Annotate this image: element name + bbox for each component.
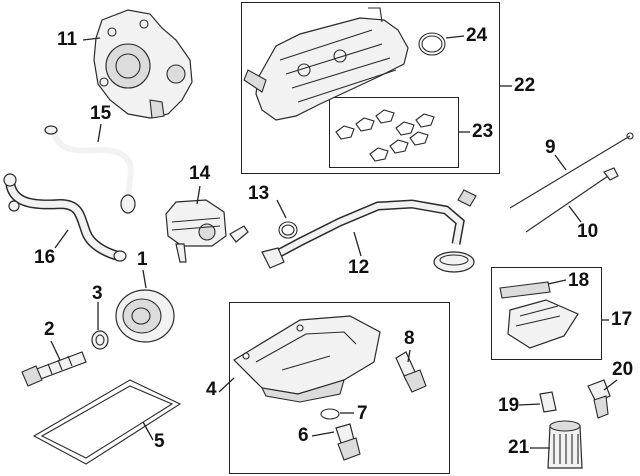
callout-22: 22	[514, 75, 536, 96]
washer-part	[91, 330, 109, 350]
gasket-set-box	[329, 97, 459, 168]
seal-part	[278, 221, 298, 239]
callout-4: 4	[206, 379, 217, 400]
callout-23: 23	[472, 121, 494, 142]
timing-cover-part	[93, 9, 193, 119]
leader-lines	[50, 35, 618, 449]
damper-bolt-part	[21, 351, 87, 387]
callout-2: 2	[44, 319, 55, 340]
callout-5: 5	[154, 431, 165, 452]
callout-3: 3	[92, 283, 103, 304]
callout-20: 20	[612, 359, 634, 380]
oil-pan-gasket-part	[32, 379, 182, 465]
callout-13: 13	[248, 183, 270, 204]
baffle-part	[499, 281, 579, 349]
oil-pickup-tube-part	[261, 189, 477, 273]
baffle-box	[491, 267, 602, 360]
callout-8: 8	[404, 328, 415, 349]
callout-6: 6	[298, 425, 309, 446]
o-ring-part	[418, 32, 446, 56]
callout-17: 17	[611, 309, 633, 330]
callout-12: 12	[348, 257, 370, 278]
callout-19: 19	[498, 395, 520, 416]
filter-adapter-part	[539, 391, 557, 413]
callout-10: 10	[577, 221, 599, 242]
upper-hose-part	[44, 125, 136, 214]
intake-manifold-box	[241, 2, 500, 174]
dipstick-part	[525, 175, 609, 233]
callout-15: 15	[90, 103, 112, 124]
callout-14: 14	[189, 163, 211, 184]
oil-pan-box	[229, 302, 450, 474]
drain-plug-part	[335, 423, 361, 461]
lower-hose-part	[3, 173, 127, 262]
callout-9: 9	[545, 137, 556, 158]
callout-16: 16	[34, 247, 56, 268]
callout-7: 7	[357, 403, 368, 424]
gasket-set-part	[335, 109, 435, 162]
dipstick-tube-part	[509, 135, 631, 209]
drain-plug-gasket-part	[320, 408, 340, 420]
oil-pressure-sensor-part	[587, 379, 611, 419]
crankshaft-damper-part	[115, 289, 175, 343]
oil-cooler-part	[165, 199, 249, 263]
callout-18: 18	[568, 270, 590, 291]
callout-21: 21	[508, 437, 530, 458]
callout-11: 11	[57, 29, 78, 50]
intake-manifold-part	[243, 7, 409, 121]
oil-pan-part	[233, 315, 381, 403]
callout-24: 24	[466, 25, 488, 46]
stud-part	[395, 351, 427, 393]
callout-1: 1	[137, 249, 148, 270]
oil-filter-part	[547, 420, 583, 469]
